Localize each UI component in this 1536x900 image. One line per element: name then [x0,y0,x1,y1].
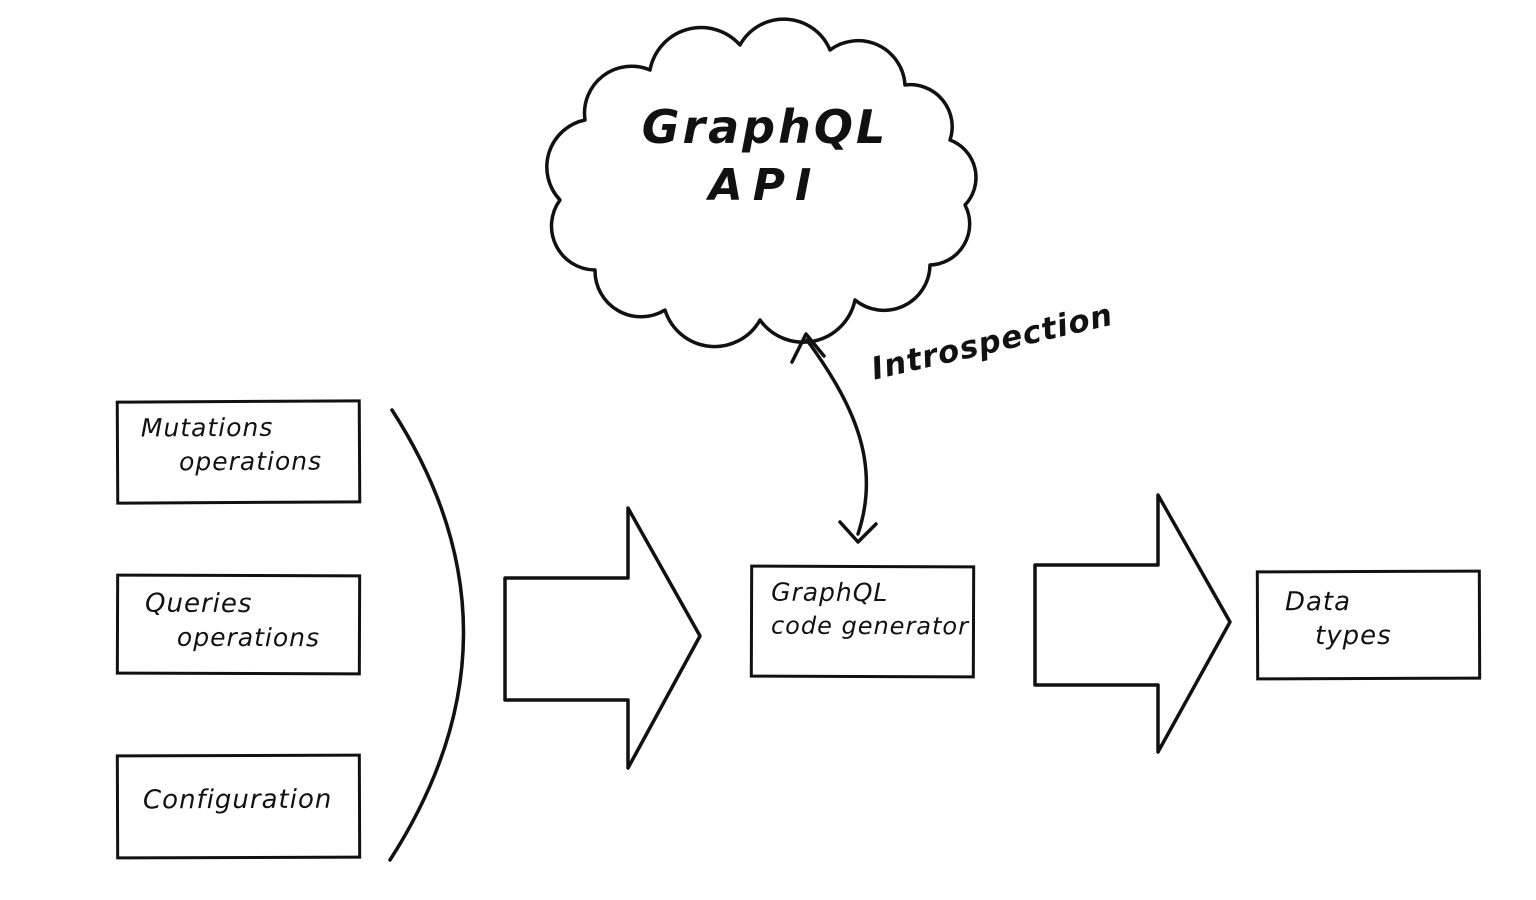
node-configuration: Configuration [115,753,362,860]
configuration-label: Configuration [142,784,333,816]
cloud-label-line1: GraphQL [641,100,889,154]
introspection-arrow [805,338,869,536]
datatypes-label-line1: Data [1284,587,1352,618]
cloud-label-line2: API [708,160,822,211]
node-data-types: Data types [1255,569,1482,681]
cloud-shape [545,17,978,349]
node-mutations-operations: Mutations operations [115,399,362,505]
node-graphql-code-generator: GraphQL code generator [749,564,976,679]
mutations-label-line2: operations [178,446,323,477]
queries-label-line2: operations [176,622,321,653]
introspection-arrowhead-bottom [838,520,878,544]
mutations-label-line1: Mutations [140,412,274,443]
generator-label-line2: code generator [770,611,970,641]
introspection-arrowhead-top [790,332,826,364]
queries-label-line1: Queries [145,588,253,620]
datatypes-label-line2: types [1314,620,1392,652]
generator-label-line1: GraphQL [771,577,889,608]
block-arrow-left [503,506,702,770]
cloud-node-graphql-api: GraphQL API [615,100,915,211]
grouping-bracket [388,408,466,862]
node-queries-operations: Queries operations [115,573,362,676]
block-arrow-right [1033,493,1232,754]
